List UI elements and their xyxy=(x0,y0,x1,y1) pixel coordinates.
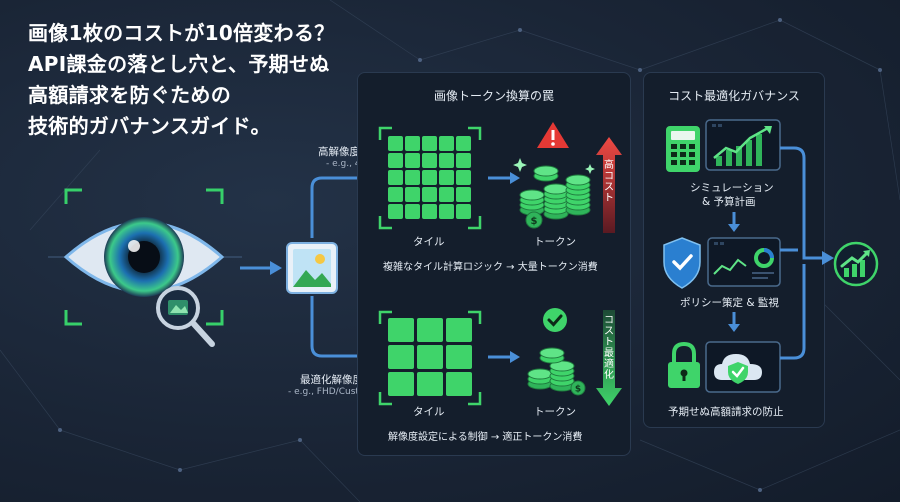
coins-icon-small-stack: $ xyxy=(527,347,586,396)
high-res-tile-grid xyxy=(378,126,482,230)
governance-title: コスト最適化ガバナンス xyxy=(668,89,800,103)
lock-icon xyxy=(672,341,696,362)
step2-label: ポリシー策定 & 監視 xyxy=(680,297,779,309)
lower-branch-sub: - e.g., FHD/Custom xyxy=(288,387,374,397)
shield-icon xyxy=(663,237,701,289)
bottom-caption: 解像度設定による制御 → 適正トークン消費 xyxy=(388,432,583,443)
growth-icon xyxy=(833,241,879,287)
prevention-icons xyxy=(668,341,781,393)
headline-line-2: API課金の落とし穴と、予期せぬ xyxy=(28,52,330,76)
check-icon xyxy=(543,308,567,332)
headline-line-1: 画像1枚のコストが10倍変わる？ xyxy=(28,21,335,45)
eye-magnifier-icon xyxy=(48,188,242,347)
token-trap-title: 画像トークン換算の罠 xyxy=(433,89,554,103)
lower-branch-label: 最適化解像度 xyxy=(300,374,363,386)
cost-optimized-label: コスト最適化 xyxy=(604,315,614,381)
bottom-arrow-tiles-to-tokens xyxy=(488,351,520,363)
headline-line-4: 技術的ガバナンスガイド。 xyxy=(28,114,271,138)
bottom-token-label: トークン xyxy=(534,406,576,418)
bottom-tile-label: タイル xyxy=(413,406,445,418)
high-cost-label: 高コスト xyxy=(604,160,614,204)
top-arrow-tiles-to-tokens xyxy=(488,172,520,184)
policy-icons xyxy=(663,237,781,289)
step1-label-line2: & 予算計画 xyxy=(702,196,756,208)
svg-text:$: $ xyxy=(575,385,581,395)
headline: 画像1枚のコストが10倍変わる？ API課金の落とし穴と、予期せぬ 高額請求を防… xyxy=(28,18,358,142)
optimized-tile-grid xyxy=(378,310,482,406)
step3-label: 予期せぬ高額請求の防止 xyxy=(668,406,784,418)
simulation-icons xyxy=(666,119,781,172)
svg-text:$: $ xyxy=(531,216,538,227)
step1-label-line1: シミュレーション xyxy=(690,182,774,194)
upper-branch-label: 高解像度 xyxy=(318,146,360,158)
coins-icon-large-stack: $ xyxy=(513,158,595,229)
governance-output-connectors xyxy=(780,146,834,360)
top-caption: 複雑なタイル計算ロジック → 大量トークン消費 xyxy=(383,262,598,273)
top-token-label: トークン xyxy=(534,236,576,248)
cost-optimized-arrow xyxy=(596,310,622,406)
arrow-step2-to-step3 xyxy=(728,312,740,332)
high-cost-arrow xyxy=(596,137,622,233)
image-icon xyxy=(286,242,338,294)
top-tile-label: タイル xyxy=(413,236,445,248)
upper-branch-sub: - e.g., 4K xyxy=(326,159,367,169)
warning-icon xyxy=(537,122,569,148)
arrow-step1-to-step2 xyxy=(728,212,740,232)
arrow-eye-to-image xyxy=(240,261,282,275)
headline-line-3: 高額請求を防ぐための xyxy=(28,83,231,107)
